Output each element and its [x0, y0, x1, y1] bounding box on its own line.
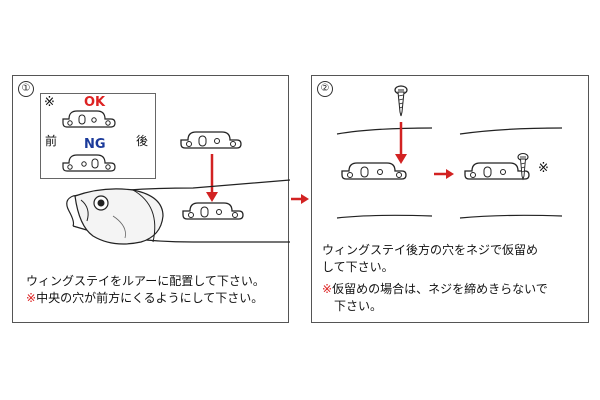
result-arrow-icon [434, 169, 454, 179]
caption-note-mark: ※ [26, 291, 37, 305]
step-1-panel: ① ※ OK NG 前 後 [12, 75, 291, 323]
lure-body-illustration [66, 179, 291, 245]
step-2-panel: ② [311, 75, 589, 323]
wing-stay-ok-icon [62, 110, 116, 128]
caption-note-mark-2: ※ [322, 282, 333, 296]
wing-stay-before-icon [341, 162, 407, 180]
step-1-illustration [62, 110, 291, 245]
step-1-caption-line-1: ウィングステイをルアーに配置して下さい。 [26, 274, 265, 288]
back-label: 後 [136, 134, 149, 148]
orientation-legend-box: ※ OK NG 前 後 [40, 93, 156, 179]
side-note-mark: ※ [538, 161, 549, 176]
screw-installed-icon [517, 152, 529, 181]
screw-icon [394, 85, 408, 117]
wing-stay-placed-icon [182, 202, 244, 220]
placement-arrow-icon [206, 154, 218, 202]
wing-stay-ng-icon [62, 154, 116, 172]
lure-surface-right [459, 127, 563, 219]
step-2-caption-line-1: ウィングステイ後方の穴をネジで仮留め [322, 243, 539, 257]
step-1-caption-line-2: ※中央の穴が前方にくるようにして下さい。 [26, 290, 263, 307]
screw-direction-arrow-icon [395, 122, 407, 164]
step-2-caption-line-3-text: 仮留めの場合は、ネジを締めきらないで [332, 282, 548, 296]
ng-label: NG [84, 137, 106, 152]
wing-stay-icon [180, 131, 242, 149]
legend-note-mark: ※ [44, 95, 55, 110]
step-2-caption-line-4: 下さい。 [334, 299, 383, 313]
step-1-caption-line-2-text: 中央の穴が前方にくるようにして下さい。 [36, 291, 264, 305]
step-2-illustration [336, 85, 563, 219]
lure-surface-left [336, 127, 433, 219]
front-label: 前 [45, 134, 58, 148]
step-2-caption-line-3: ※仮留めの場合は、ネジを締めきらないで [322, 281, 548, 298]
step-number-2: ② [317, 81, 333, 97]
wing-stay-after-icon [464, 162, 530, 180]
ok-label: OK [84, 95, 106, 110]
step-number-1: ① [18, 81, 34, 97]
step-2-caption-line-2: して下さい。 [322, 260, 394, 274]
